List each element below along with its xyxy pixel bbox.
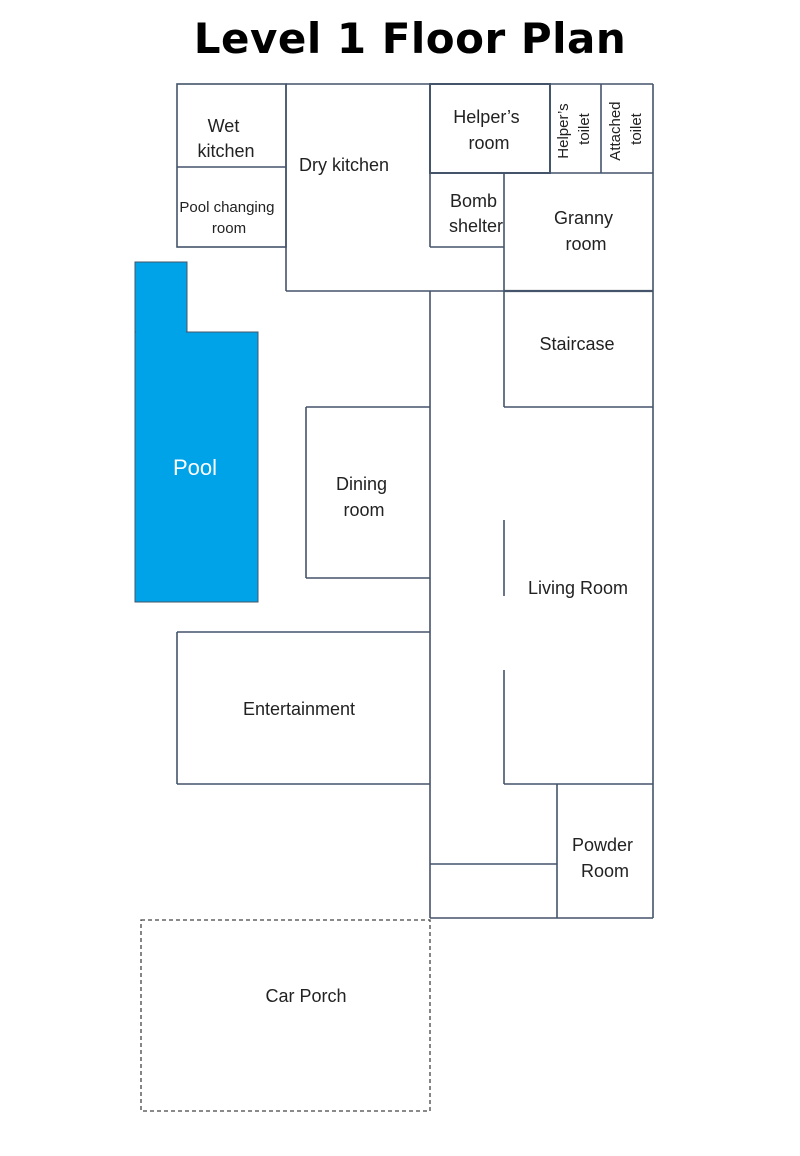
helpers-room-label: Helper’s room: [453, 107, 524, 153]
entertainment-label: Entertainment: [243, 699, 355, 719]
helpers-toilet-label: Helper’s toilet: [555, 99, 593, 158]
car-porch-label: Car Porch: [265, 986, 346, 1006]
walls: [176, 83, 654, 919]
dry-kitchen-label: Dry kitchen: [299, 155, 389, 175]
powder-room-label: Powder Room: [572, 835, 638, 881]
car-porch: [140, 919, 431, 1112]
bomb-shelter-label: Bomb shelter: [449, 191, 503, 236]
pool-changing-room-label: Pool changing room: [179, 199, 278, 237]
pool-label: Pool: [173, 455, 217, 480]
staircase-label: Staircase: [539, 334, 614, 354]
attached-toilet-label: Attached toilet: [607, 97, 645, 160]
pool: [134, 261, 259, 603]
wet-kitchen-label: Wet kitchen: [197, 116, 254, 161]
dining-room-label: Dining room: [336, 474, 392, 520]
page-title: Level 1 Floor Plan: [193, 14, 627, 63]
granny-room-label: Granny room: [554, 208, 618, 254]
living-room-label: Living Room: [528, 578, 628, 598]
